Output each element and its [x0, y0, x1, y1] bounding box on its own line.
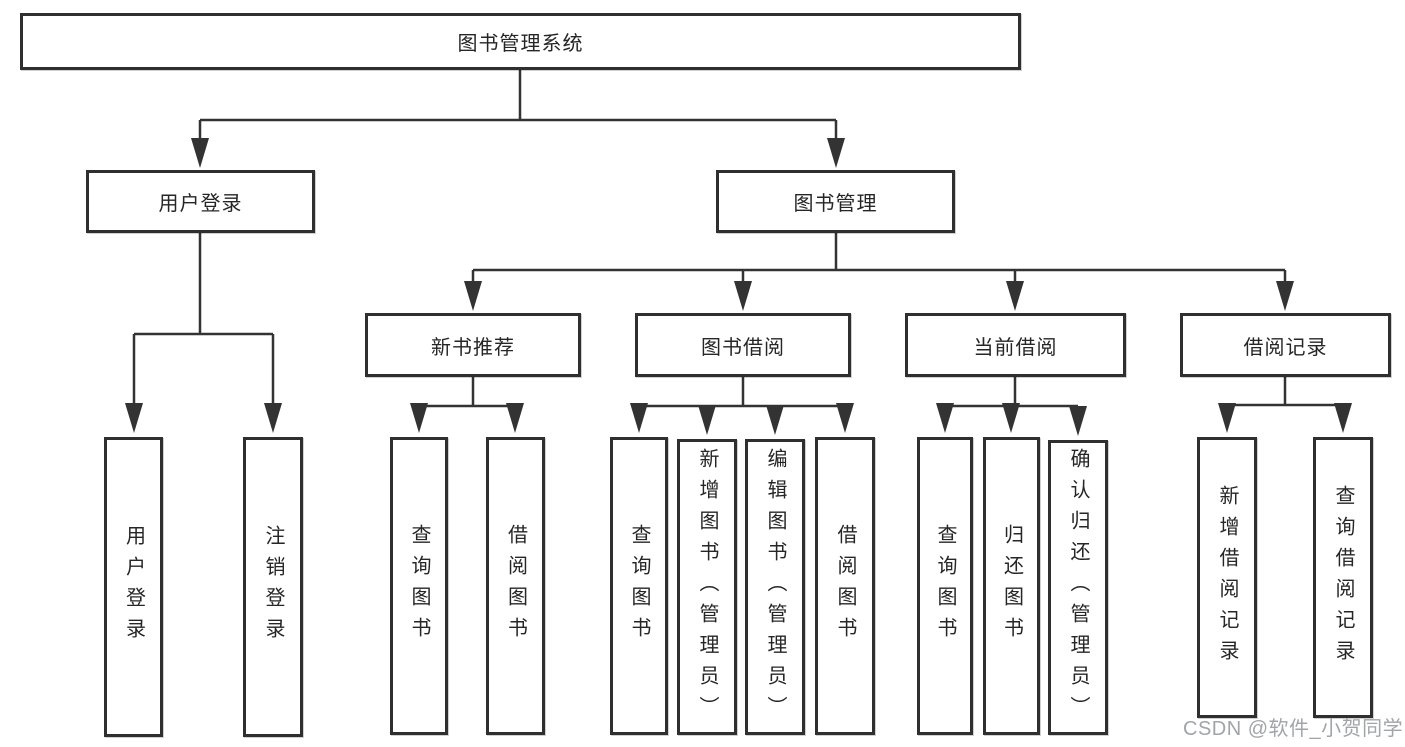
node-root-label: 图书管理系统: [457, 33, 584, 55]
connector-borrowing-records: [1227, 377, 1343, 407]
node-user-login: 用户登录: [86, 170, 315, 233]
node-current-borrowing: 当前借阅: [905, 313, 1126, 377]
node-new-book-recommend-label: 新书推荐: [431, 336, 515, 359]
leaf-current-confirm-return-admin: 确认归还（管理员）: [1048, 440, 1108, 735]
node-borrowing-records-label: 借阅记录: [1243, 336, 1328, 359]
leaf-borrowing-add-books-admin-label: 新增图书（管理员）: [696, 447, 718, 727]
node-root-system: 图书管理系统: [20, 13, 1021, 70]
leaf-user-login-label: 用户登录: [122, 525, 145, 649]
node-book-borrowing: 图书借阅: [635, 313, 851, 377]
arrow-bw-query: [630, 403, 648, 433]
arrow-rc-query: [1334, 403, 1352, 433]
leaf-records-query-record: 查询借阅记录: [1313, 437, 1373, 718]
connector-user-login: [134, 233, 273, 336]
arrow-cu-return: [1002, 403, 1020, 433]
leaf-current-query-books-label: 查询图书: [934, 524, 956, 648]
arrow-bw-edit: [766, 405, 784, 435]
connector-root: [200, 70, 836, 122]
arrow-nb-borrow: [506, 403, 524, 433]
arrow-bw-borrow: [836, 403, 854, 433]
arrow-cu-confirm: [1069, 406, 1087, 436]
arrow-to-book-management: [827, 120, 845, 168]
leaf-borrowing-query-books-label: 查询图书: [628, 524, 650, 648]
node-book-management: 图书管理: [716, 170, 955, 233]
leaf-current-return-books-label: 归还图书: [1000, 524, 1023, 648]
arrow-to-leaf-logout: [264, 334, 282, 433]
leaf-newbook-query-books: 查询图书: [390, 437, 448, 735]
leaf-borrowing-add-books-admin: 新增图书（管理员）: [677, 439, 737, 735]
leaf-newbook-query-books-label: 查询图书: [408, 524, 430, 648]
leaf-newbook-borrow-books-label: 借阅图书: [504, 524, 527, 648]
leaf-current-return-books: 归还图书: [983, 437, 1040, 735]
leaf-borrowing-edit-books-admin: 编辑图书（管理员）: [745, 439, 805, 735]
arrow-to-book-borrowing: [734, 270, 752, 311]
connector-book-management: [473, 233, 1285, 272]
watermark-csdn: CSDN @软件_小贺同学: [1183, 718, 1404, 740]
leaf-newbook-borrow-books: 借阅图书: [486, 437, 545, 735]
connector-new-book: [419, 377, 515, 408]
arrow-to-current-borrowing: [1006, 270, 1024, 311]
connector-book-borrowing: [639, 377, 845, 408]
node-user-login-label: 用户登录: [158, 193, 243, 215]
node-current-borrowing-label: 当前借阅: [973, 336, 1058, 359]
arrow-to-leaf-login: [125, 334, 143, 433]
connector-current-borrowing: [945, 377, 1078, 408]
leaf-records-add-record-label: 新增借阅记录: [1216, 484, 1238, 671]
arrow-rc-add: [1218, 403, 1236, 433]
leaf-current-query-books: 查询图书: [917, 437, 973, 735]
leaf-user-login: 用户登录: [104, 437, 163, 737]
leaf-records-add-record: 新增借阅记录: [1197, 437, 1257, 718]
leaf-borrowing-query-books: 查询图书: [610, 437, 668, 735]
leaf-records-query-record-label: 查询借阅记录: [1332, 484, 1354, 671]
node-book-borrowing-label: 图书借阅: [701, 336, 785, 359]
node-borrowing-records: 借阅记录: [1180, 313, 1391, 377]
arrow-to-new-book: [464, 270, 482, 311]
arrow-to-user-login: [191, 120, 209, 168]
leaf-current-confirm-return-admin-label: 确认归还（管理员）: [1067, 448, 1089, 727]
leaf-borrowing-edit-books-admin-label: 编辑图书（管理员）: [764, 447, 786, 727]
arrow-cu-query: [936, 403, 954, 433]
leaf-logout-label: 注销登录: [262, 525, 284, 649]
node-book-management-label: 图书管理: [793, 193, 878, 215]
node-new-book-recommend: 新书推荐: [365, 313, 581, 377]
arrow-bw-add: [698, 405, 716, 435]
arrow-to-borrowing-records: [1276, 270, 1294, 311]
leaf-borrowing-borrow-books-label: 借阅图书: [834, 524, 856, 648]
leaf-logout: 注销登录: [243, 437, 303, 737]
leaf-borrowing-borrow-books: 借阅图书: [815, 437, 875, 735]
arrow-nb-query: [410, 403, 428, 433]
